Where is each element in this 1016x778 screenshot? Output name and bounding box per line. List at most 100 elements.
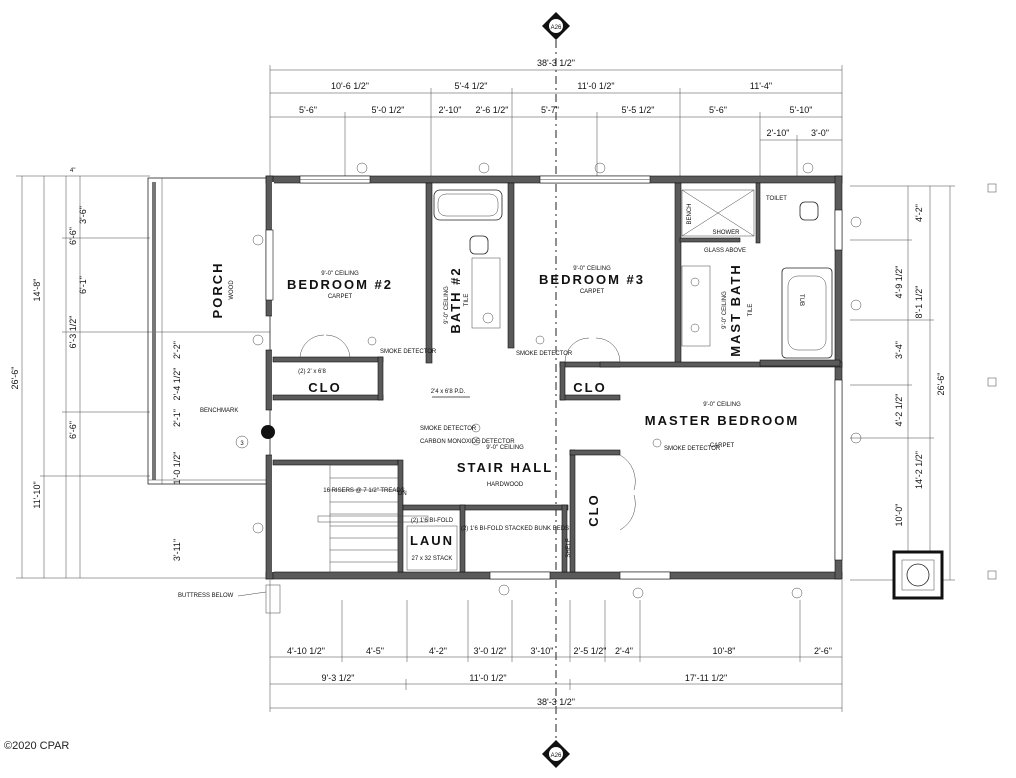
left-dim-4: 6'-3 1/2" [68,316,78,349]
bunk-label: (2) 1'6 BI-FOLD STACKED BUNK BEDS [461,526,569,532]
right-dim-4: 3'-4" [894,341,904,359]
bottom-dim-8: 10'-8" [713,646,736,656]
master-bedroom: 9'-0" CEILING MASTER BEDROOM CARPET SMOK… [566,402,799,558]
section-marker-top: A26 [542,12,570,40]
benchmark-label: BENCHMARK [200,408,238,414]
left-dim-13: 11'-10" [32,481,42,508]
bottom-dim-5: 3'-10" [531,646,554,656]
porch: PORCH WOOD [147,177,271,485]
laun-label: LAUN [410,533,454,548]
pocket-door-label: 2'4 x 6'8 P.D. [431,389,466,395]
top-dim-11: 5'-6" [709,105,727,115]
bedroom2-finish: CARPET [328,294,353,300]
stair-hall-name: STAIR HALL [457,460,553,475]
overall-width-top: 38'-3 1/2" [537,58,575,68]
left-dim-8: 6'-6" [68,421,78,439]
mast-bath-ceiling: 9'-0" CEILING [722,291,728,329]
bottom-dim-6: 2'-5 1/2" [574,646,607,656]
left-dim-1: 3'-6" [78,206,88,224]
bedroom2-ceiling: 9'-0" CEILING [321,271,359,277]
master-closet-label: CLO [586,493,601,526]
bottom-dim-9: 2'-6" [814,646,832,656]
master-name: MASTER BEDROOM [645,413,799,428]
right-dim-5: 4'-2 1/2" [894,394,904,427]
copyright-notice: ©2020 CPAR [4,740,70,752]
master-bath: BENCH SHOWER GLASS ABOVE TOILET TUB 9'-0… [681,189,833,359]
overall-width-bottom: 38'-3 1/2" [537,697,575,707]
bottom-dim-12: 17'-11 1/2" [685,673,727,683]
tub-label: TUB [798,294,804,306]
left-dim-9: 1'-0 1/2" [172,452,182,485]
right-dim-7: 14'-2 1/2" [914,451,924,489]
shower-label: SHOWER [713,230,741,236]
top-dim-10: 5'-5 1/2" [622,105,655,115]
smoke-detector-3: SMOKE DETECTOR [664,446,721,452]
left-dim-2: 6'-6" [68,227,78,245]
bottom-dim-7: 2'-4" [615,646,633,656]
top-dim-14: 3'-0" [811,128,829,138]
porch-name: PORCH [210,262,225,319]
bedroom-2: 9'-0" CEILING BEDROOM #2 CARPET (2) 2' x… [287,271,437,395]
right-dim-6: 26'-6" [936,373,946,396]
grid-markers [987,183,997,580]
left-dim-7: 2'-1" [172,409,182,427]
closet-doors-label: (2) 2' x 6'8 [298,369,326,375]
left-dim-3: 6'-1" [78,276,88,294]
left-dim-10: 3'-11" [172,539,182,561]
bottom-dim-10: 9'-3 1/2" [322,673,355,683]
glass-label: GLASS ABOVE [704,248,746,254]
bifold-label: (2) 1'6 BI-FOLD [411,518,454,524]
exterior-walls [265,175,843,580]
bath-2: 9'-0" CEILING BATH #2 TILE [433,189,503,334]
bedroom2-name: BEDROOM #2 [287,277,393,292]
stair-hall: 2'4 x 6'8 P.D. SMOKE DETECTOR CARBON MON… [200,389,569,573]
bottom-dim-11: 11'-0 1/2" [469,673,506,683]
bench-label: BENCH [687,203,693,224]
windows [265,175,843,580]
top-dim-12: 5'-10" [790,105,813,115]
right-dim-8: 10'-0" [894,504,904,527]
top-dim-1: 10'-6 1/2" [331,81,369,91]
top-dim-13: 2'-10" [767,128,790,138]
bath2-finish: TILE [464,294,470,307]
mast-bath-finish: TILE [748,304,754,317]
buttress: BUTTRESS BELOW [178,584,281,614]
left-dim-4in: 4" [70,168,75,174]
bedroom3-ceiling: 9'-0" CEILING [573,266,611,272]
section-marker-label-top: A26 [551,25,562,31]
interior-walls [272,182,843,573]
right-dim-2: 4'-9 1/2" [894,266,904,299]
bottom-dimensions: 4'-10 1/2" 4'-5" 4'-2" 3'-0 1/2" 3'-10" … [269,580,843,712]
co-detector: CARBON MONOXIDE DETECTOR [420,439,515,445]
left-dimensions: 4" 3'-6" 6'-6" 6'-1" 6'-3 1/2" 2'-2" 2'-… [10,168,270,579]
right-dim-3: 8'-1 1/2" [914,286,924,319]
bottom-dim-1: 4'-10 1/2" [287,646,325,656]
porch-finish: WOOD [229,280,235,300]
left-dim-11: 14'-8" [32,279,42,302]
bedroom3-name: BEDROOM #3 [539,272,645,287]
top-dim-7: 2'-10" [439,105,462,115]
stair-hall-ceiling: 9'-0" CEILING [486,445,524,451]
stair-treads [330,477,398,563]
master-finish: CARPET [710,443,735,449]
master-ceiling: 9'-0" CEILING [703,402,741,408]
top-dim-3: 11'-0 1/2" [577,81,614,91]
left-dim-5: 2'-2" [172,341,182,359]
mark-3: 3 [240,441,244,447]
top-dimensions: 38'-3 1/2" 10'-6 1/2" 5'-4 1/2" 11'-0 1/… [269,58,843,180]
bath2-name: BATH #2 [448,266,463,333]
shelf-label: SHELF [566,538,572,558]
top-dim-9: 5'-7" [541,105,559,115]
left-dim-12: 26'-6" [10,367,20,390]
left-dim-6: 2'-4 1/2" [172,368,182,401]
bath2-ceiling: 9'-0" CEILING [444,286,450,324]
right-dimensions: 4'-2" 4'-9 1/2" 8'-1 1/2" 3'-4" 4'-2 1/2… [850,185,955,581]
window-tags [252,162,862,599]
section-marker-label-bottom: A26 [551,753,562,759]
smoke-detector-1: SMOKE DETECTOR [380,349,437,355]
stair-dn-label: DN [398,491,407,497]
top-dim-4: 11'-4" [750,81,772,91]
top-dim-5: 5'-6" [299,105,317,115]
smoke-detector-2: SMOKE DETECTOR [516,351,573,357]
